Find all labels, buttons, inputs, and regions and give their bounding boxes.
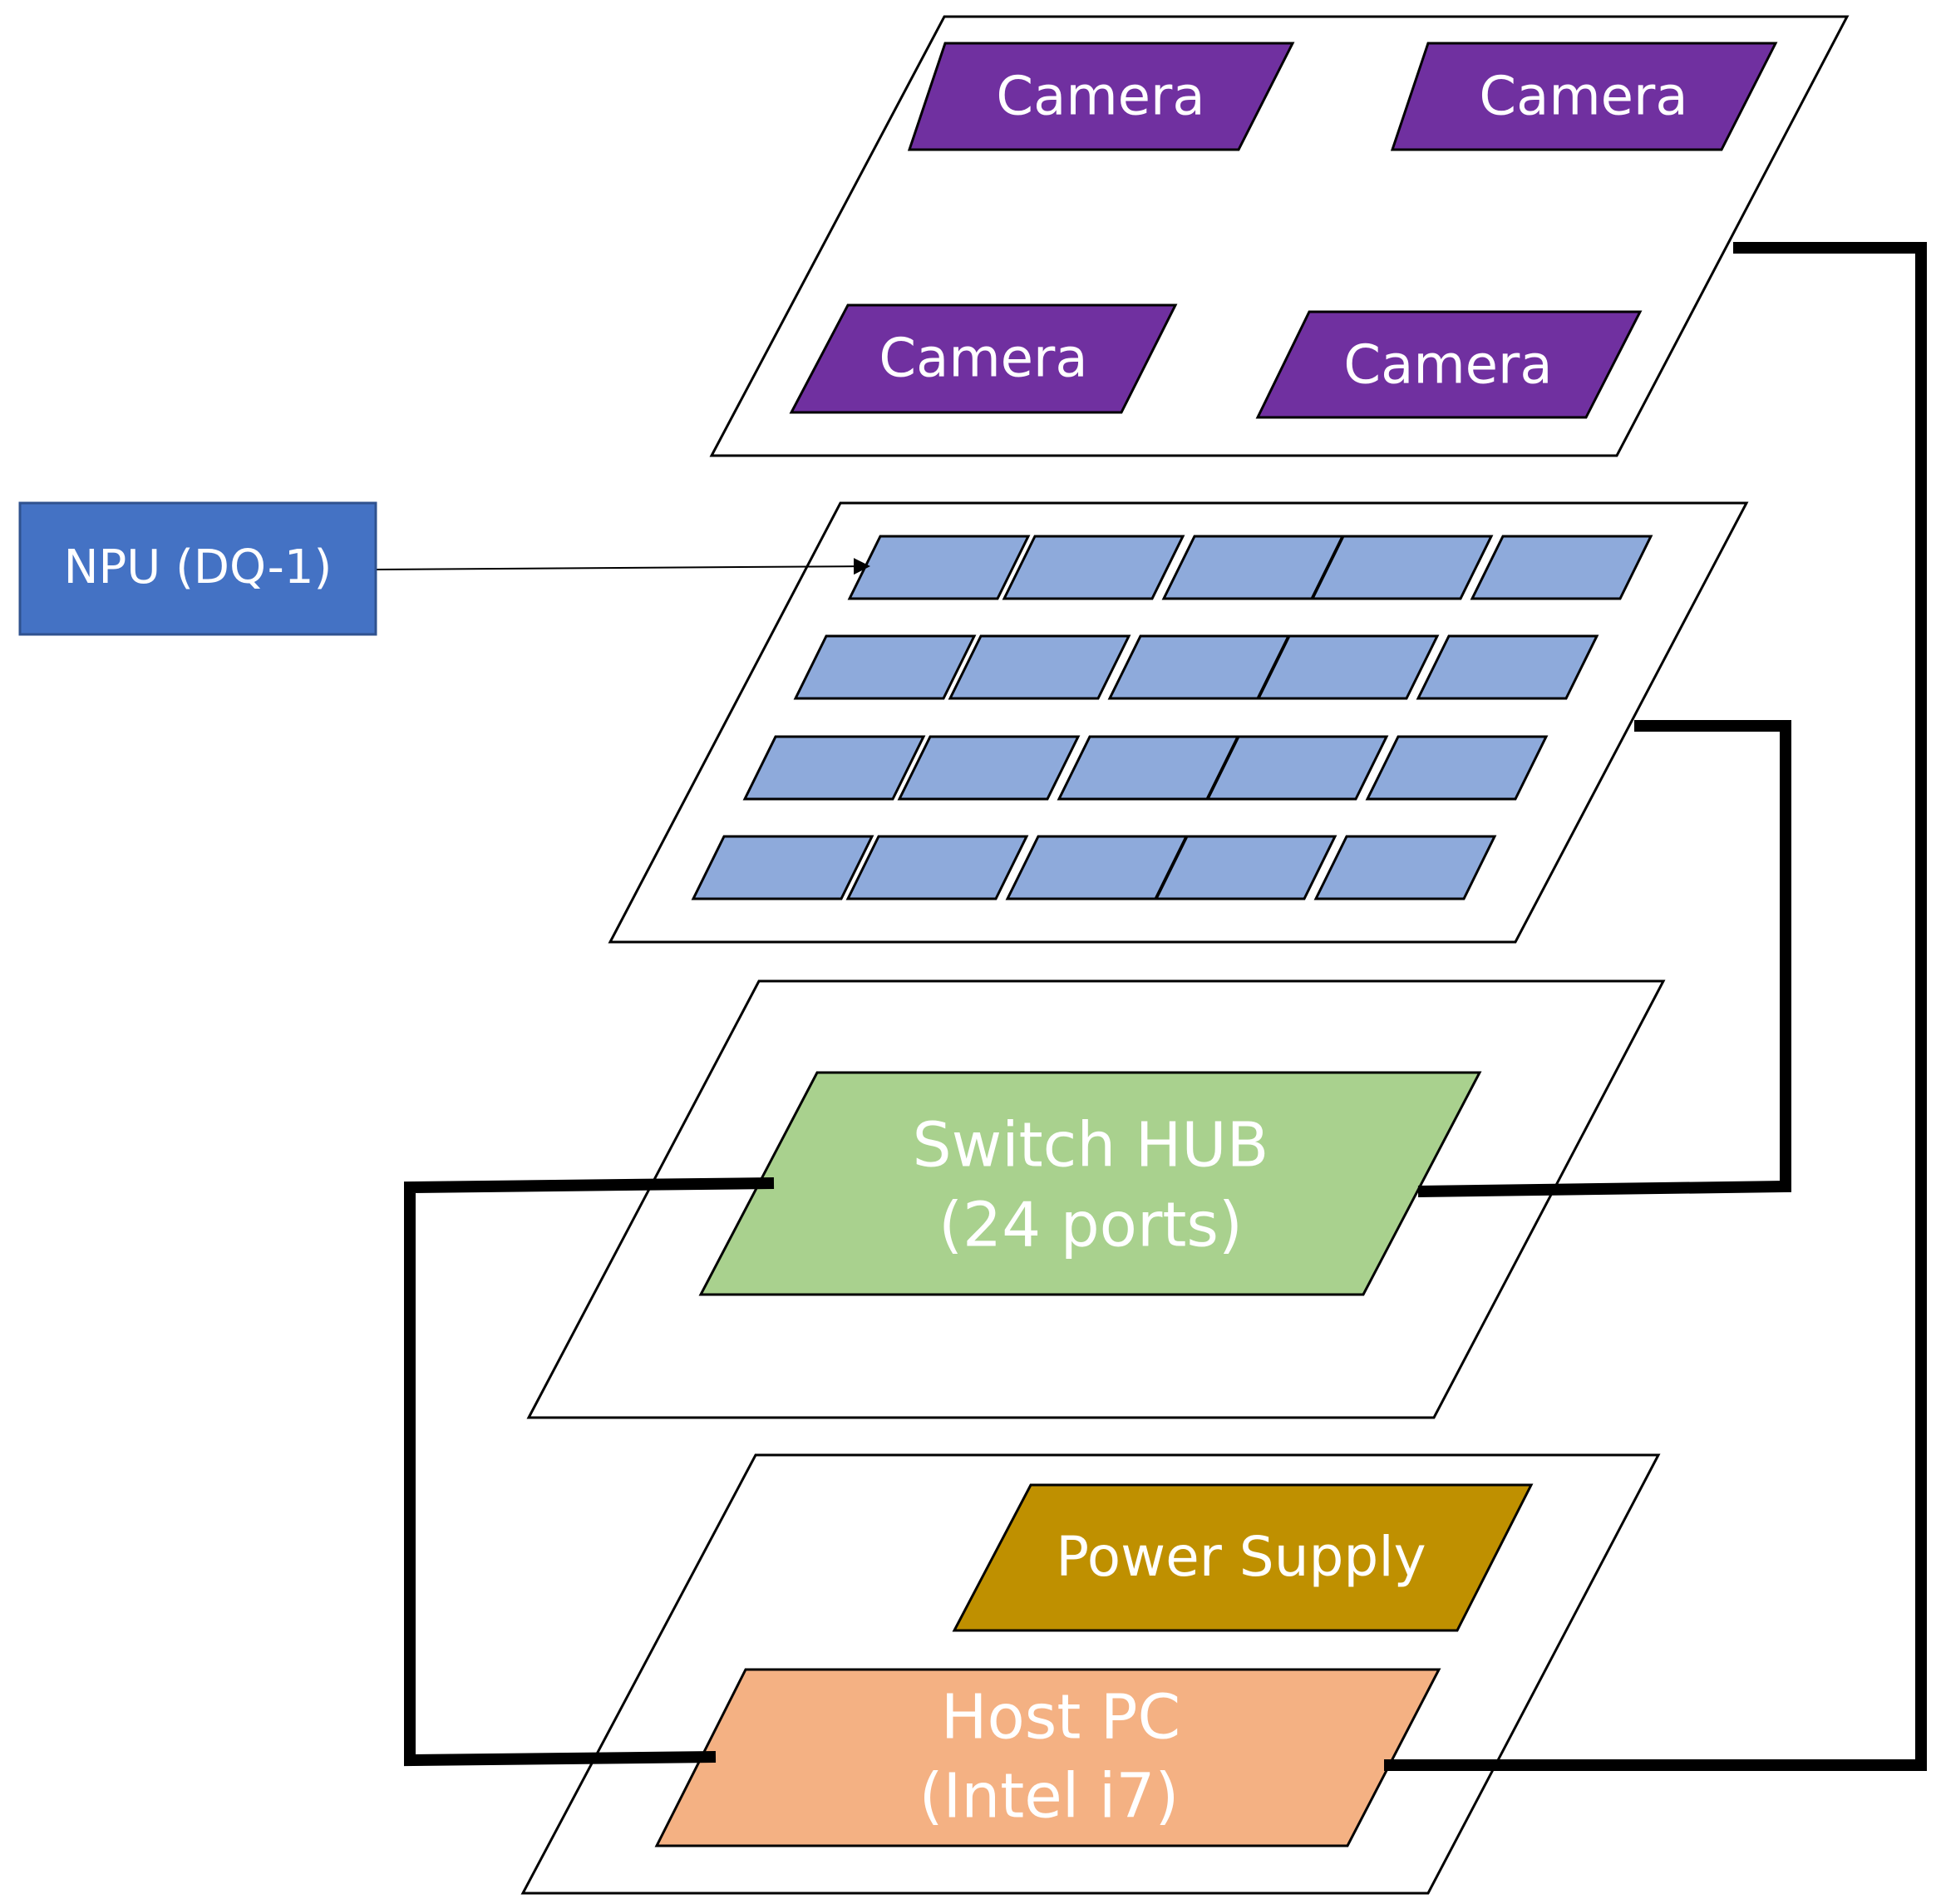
camera-label: Camera: [1343, 335, 1552, 397]
npu-chip: [1107, 634, 1291, 700]
npu-callout-label: NPU (DQ-1): [64, 540, 333, 594]
host-pc-title: Host PC: [941, 1682, 1180, 1754]
camera-module-shape: [1255, 310, 1643, 419]
npu-chip: [1313, 835, 1497, 900]
cable-camera-to-host-pc: [1384, 242, 1927, 1771]
cable-npu-to-switch-hub: [1417, 720, 1791, 1197]
cable-switch-hub-to-host-pc: [404, 1177, 775, 1767]
npu-chip: [742, 735, 926, 801]
npu-callout-box: [18, 501, 377, 636]
camera-module: Camera: [1255, 310, 1643, 419]
power-supply: Power Supply: [952, 1483, 1534, 1632]
host-pc-cpu: (Intel i7): [919, 1761, 1180, 1832]
power-supply-label: Power Supply: [1056, 1525, 1426, 1589]
npu-layer-plate: [608, 501, 1749, 944]
npu-chip-grid: [691, 535, 1653, 900]
camera-label: Camera: [996, 67, 1204, 128]
npu-callout-arrow: [375, 558, 870, 575]
switch-hub-title: Switch HUB: [913, 1110, 1269, 1181]
npu-chip: [948, 634, 1131, 700]
npu-chip: [691, 835, 874, 900]
switch-hub: Switch HUB (24 ports): [698, 1071, 1482, 1296]
power-supply-shape: [952, 1483, 1534, 1632]
npu-chip: [1154, 835, 1337, 900]
camera-module: Camera: [789, 303, 1178, 414]
npu-chip: [1256, 634, 1440, 700]
npu-chip: [897, 735, 1081, 801]
npu-chip: [1002, 535, 1185, 600]
npu-chip: [1310, 535, 1494, 600]
camera-module-shape: [907, 42, 1295, 151]
camera-label: Camera: [1479, 67, 1687, 128]
npu-chip: [1005, 835, 1189, 900]
host-pc: Host PC (Intel i7): [654, 1668, 1441, 1847]
npu-chip: [1161, 535, 1345, 600]
camera-module-shape: [1390, 42, 1778, 151]
npu-chip: [1057, 735, 1240, 801]
camera-module-shape: [789, 303, 1178, 414]
npu-chip: [1205, 735, 1389, 801]
npu-callout: NPU (DQ-1): [18, 501, 377, 636]
npu-chip: [1365, 735, 1549, 801]
switch-hub-ports: (24 ports): [938, 1190, 1243, 1261]
npu-chip: [845, 835, 1029, 900]
switch-hub-shape: [698, 1071, 1482, 1296]
npu-chip: [793, 634, 977, 700]
camera-label: Camera: [879, 328, 1087, 390]
host-pc-shape: [654, 1668, 1441, 1847]
camera-module: Camera: [907, 42, 1295, 151]
npu-chip: [847, 535, 1031, 600]
npu-chip: [1470, 535, 1653, 600]
camera-module: Camera: [1390, 42, 1778, 151]
npu-chip: [1416, 634, 1599, 700]
